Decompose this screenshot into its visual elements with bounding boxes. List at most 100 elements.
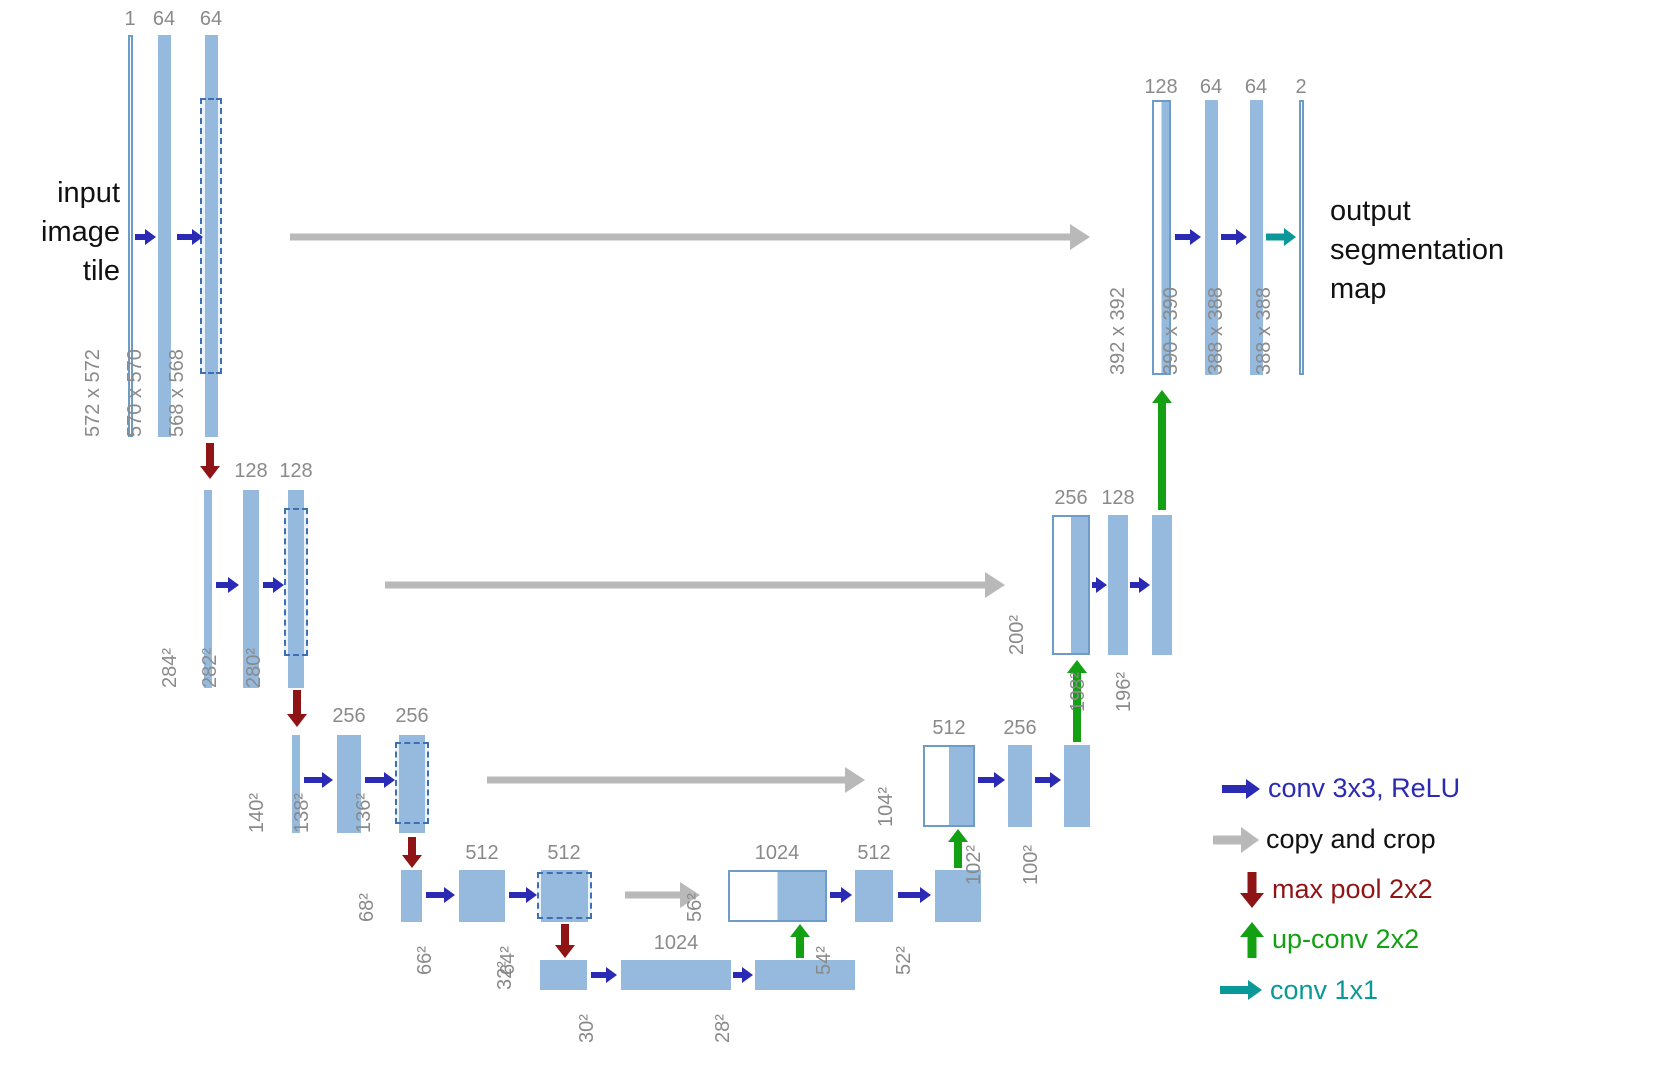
channel-count-label: 64 [199,8,223,30]
conv-arrow-icon [830,887,852,903]
channel-count-label: 64 [1199,76,1223,98]
conv-arrow-icon [135,229,156,245]
channel-count-label: 256 [332,705,366,727]
up-conv-arrow-icon [1152,390,1172,510]
feature-map [204,490,212,688]
spatial-size-label: 102² [963,844,985,885]
spatial-size-label: 68² [356,893,378,922]
spatial-size-label: 200² [1006,614,1028,655]
conv-arrow-icon [1222,779,1260,799]
legend-item-conv3x3: conv 3x3, ReLU [1268,773,1461,803]
up-conv-arrow-icon [790,924,810,958]
conv-arrow-icon [898,887,931,903]
feature-map [399,735,425,833]
spatial-size-label: 196² [1113,671,1135,712]
crop-region-outline [395,742,429,824]
spatial-size-label: 284² [159,647,181,688]
channel-count-label: 128 [279,460,313,482]
spatial-size-label: 140² [246,792,268,833]
conv-arrow-icon [365,772,395,788]
spatial-size-label: 136² [353,792,375,833]
spatial-size-label: 32² [494,961,516,990]
feature-map [1108,515,1128,655]
channel-count-label: 64 [152,8,176,30]
conv-arrow-icon [426,887,455,903]
spatial-size-label: 390 x 390 [1160,287,1182,375]
conv1x1-arrow-icon [1266,228,1296,246]
max-pool-arrow-icon [402,837,422,868]
spatial-size-label: 570 x 570 [124,349,146,437]
spatial-size-label: 392 x 392 [1107,287,1129,375]
up-conv-arrow-icon [1240,922,1264,958]
crop-region-outline [537,872,592,919]
feature-map [292,735,300,833]
channel-count-label: 512 [932,717,966,739]
spatial-size-label: 388 x 388 [1205,287,1227,375]
feature-map [459,870,505,922]
spatial-size-label: 52² [893,946,915,975]
spatial-size-label: 28² [712,1014,734,1043]
spatial-size-label: 100² [1020,844,1042,885]
output-segmentation-map-label: output segmentation map [1330,195,1505,305]
feature-map [540,960,587,990]
conv-arrow-icon [1130,577,1150,593]
copy-crop-arrow-icon [487,767,865,793]
spatial-size-label: 56² [684,893,706,922]
concatenated-feature-map [923,745,975,827]
spatial-size-label: 30² [576,1014,598,1043]
conv-arrow-icon [1092,577,1107,593]
conv1x1-arrow-icon [1220,980,1262,1000]
feature-map [337,735,361,833]
max-pool-arrow-icon [287,690,307,727]
feature-map [755,960,855,990]
conv-arrow-icon [177,229,203,245]
feature-map [1152,515,1172,655]
spatial-size-label: 104² [875,786,897,827]
spatial-size-label: 572 x 572 [82,349,104,437]
channel-count-label: 256 [1054,487,1088,509]
channel-count-label: 1024 [653,932,699,954]
channel-count-label: 128 [234,460,268,482]
channel-count-label: 256 [1003,717,1037,739]
max-pool-arrow-icon [1240,872,1264,908]
conv-arrow-icon [509,887,537,903]
spatial-size-label: 282² [199,647,221,688]
spatial-size-label: 198² [1067,671,1089,712]
conv-arrow-icon [1221,229,1247,245]
spatial-size-label: 568 x 568 [166,349,188,437]
spatial-size-label: 280² [243,647,265,688]
copy-crop-arrow-icon [290,224,1090,250]
legend-item-up-conv: up-conv 2x2 [1272,924,1420,954]
feature-map [1250,100,1263,375]
copy-crop-arrow-icon [385,572,1005,598]
feature-map [158,35,171,437]
conv-arrow-icon [1035,772,1061,788]
channel-count-label: 512 [857,842,891,864]
max-pool-arrow-icon [200,443,220,479]
channel-count-label: 64 [1244,76,1268,98]
feature-map [128,35,133,437]
feature-map [935,870,981,922]
conv-arrow-icon [263,577,284,593]
channel-count-label: 128 [1144,76,1178,98]
feature-map [1299,100,1304,375]
feature-map [541,870,588,922]
spatial-size-label: 138² [291,792,313,833]
max-pool-arrow-icon [555,924,575,958]
feature-map [1064,745,1090,827]
conv-arrow-icon [216,577,239,593]
crop-region-outline [284,508,308,656]
channel-count-label: 128 [1101,487,1135,509]
conv-arrow-icon [1175,229,1201,245]
conv-arrow-icon [733,967,753,983]
channel-count-label: 512 [465,842,499,864]
feature-map [205,35,218,437]
concatenated-feature-map [1152,100,1171,375]
conv-arrow-icon [591,967,617,983]
feature-map [621,960,731,990]
spatial-size-label: 388 x 388 [1253,287,1275,375]
feature-map [243,490,259,688]
channel-count-label: 1024 [754,842,800,864]
feature-map [1008,745,1032,827]
